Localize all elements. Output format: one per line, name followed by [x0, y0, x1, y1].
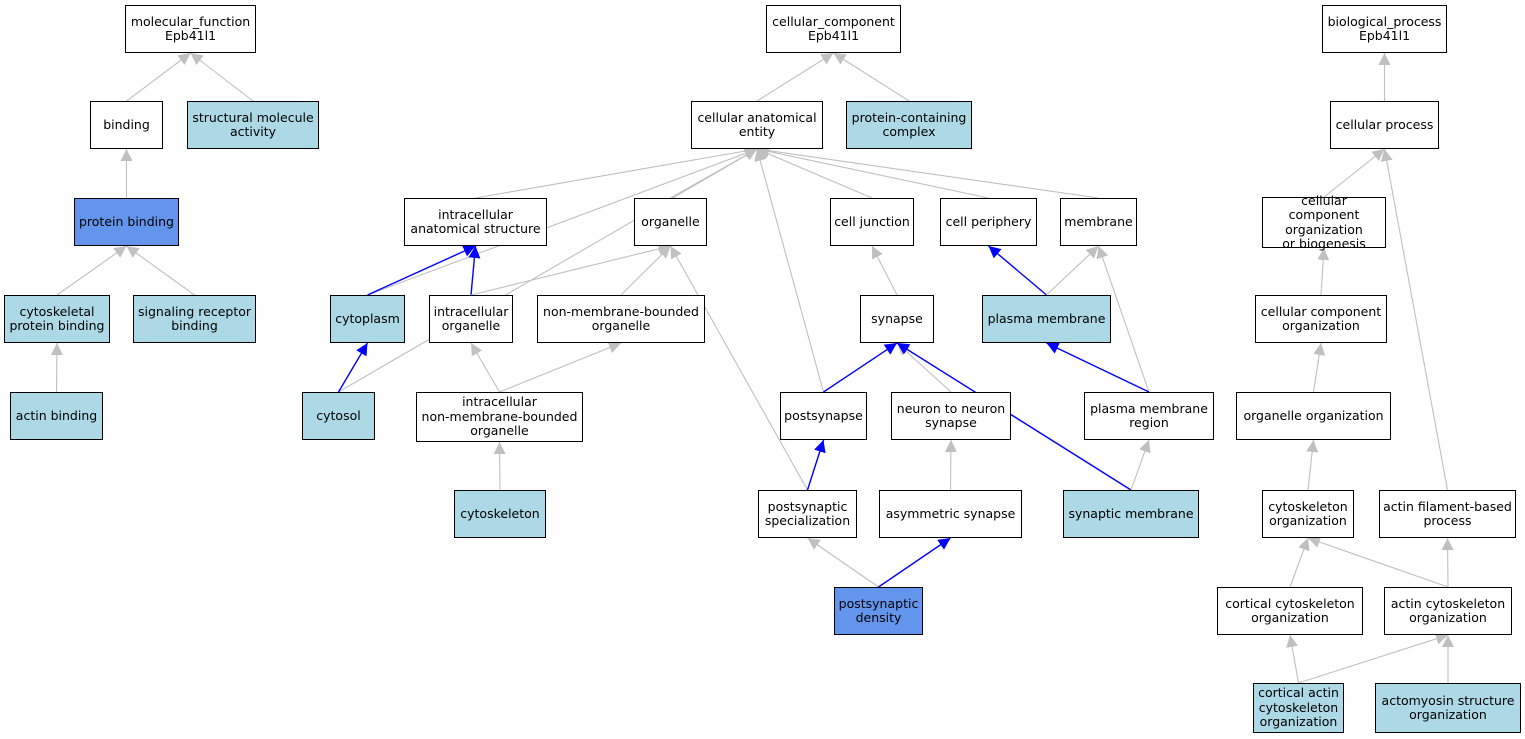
node-cco: cellular component organization	[1255, 295, 1387, 343]
edge-cytoskeleton-to-int_nmbo	[493, 441, 506, 491]
node-cort-actin-org: cortical actin cytoskeleton organization	[1253, 683, 1344, 733]
node-nmbo: non-membrane-bounded organelle	[537, 295, 705, 343]
edge-int_nmbo-to-int_organelle	[470, 342, 500, 393]
node-binding: binding	[90, 101, 163, 149]
node-ps-density: postsynaptic density	[834, 587, 923, 635]
edge-org_org-to-cco	[1312, 342, 1326, 393]
node-membrane: membrane	[1060, 198, 1137, 246]
edge-signaling_rb-to-protein_binding	[126, 245, 195, 296]
edge-syn_membrane-to-synapse	[896, 342, 1132, 491]
edge-ps_spec-to-postsynapse	[806, 439, 826, 491]
edge-cort_cyto_org-to-cyto_org	[1289, 537, 1310, 588]
edge-ias-to-cae	[475, 145, 758, 199]
node-cae: cellular anatomical entity	[691, 101, 823, 149]
node-plasma-membrane: plasma membrane	[982, 295, 1111, 343]
edge-cell_periphery-to-cae	[756, 145, 989, 199]
edge-cytosol-to-cae	[338, 148, 758, 393]
node-cellular-process: cellular process	[1330, 101, 1439, 149]
edge-pm_region-to-membrane	[1096, 245, 1150, 393]
node-actin-cyto-org: actin cytoskeleton organization	[1384, 587, 1512, 635]
node-signaling-rb: signaling receptor binding	[133, 295, 256, 343]
node-asym-synapse: asymmetric synapse	[879, 490, 1022, 538]
edge-membrane-to-cae	[756, 144, 1099, 199]
edge-int_nmbo-to-nmbo	[499, 341, 622, 393]
node-n2n-synapse: neuron to neuron synapse	[891, 392, 1011, 440]
node-cell-junction: cell junction	[830, 198, 914, 246]
edge-int_organelle-to-organelle	[470, 243, 671, 296]
edge-cytoplasm-to-ias	[367, 245, 476, 296]
node-postsynapse: postsynapse	[780, 392, 867, 440]
edge-ps_density-to-ps_spec	[807, 537, 879, 588]
node-protein-binding: protein binding	[74, 198, 179, 246]
node-org-org: organelle organization	[1236, 392, 1391, 440]
edge-pm_region-to-plasma_membrane	[1046, 342, 1150, 393]
edge-pcc-to-cc	[833, 52, 910, 102]
node-cytoplasm: cytoplasm	[330, 295, 405, 343]
edge-syn_membrane-to-pm_region	[1130, 439, 1151, 491]
node-ps-spec: postsynaptic specialization	[758, 490, 857, 538]
node-cell-periphery: cell periphery	[940, 198, 1037, 246]
edge-actin_binding-to-cytoskeletal_pb	[50, 342, 63, 393]
edge-cell_junction-to-cae	[756, 148, 873, 199]
node-mf: molecular_function Epb41l1	[125, 5, 256, 53]
node-afbp: actin filament-based process	[1379, 490, 1516, 538]
node-cc: cellular_component Epb41l1	[766, 5, 901, 53]
edge-actin_cyto_org-to-afbp	[1441, 537, 1454, 588]
edge-cyto_org-to-org_org	[1306, 439, 1319, 491]
node-bp: biological_process Epb41l1	[1322, 5, 1447, 53]
edge-structural-to-mf	[190, 52, 254, 102]
node-organelle: organelle	[634, 198, 707, 246]
node-pm-region: plasma membrane region	[1084, 392, 1214, 440]
node-int-nmbo: intracellular non-membrane-bounded organ…	[416, 392, 583, 442]
edge-binding-to-mf	[126, 52, 191, 102]
node-actin-binding: actin binding	[10, 392, 103, 440]
edge-cco-to-ccob	[1317, 247, 1330, 296]
node-cort-cyto-org: cortical cytoskeleton organization	[1217, 587, 1363, 635]
edge-postsynapse-to-synapse	[823, 342, 898, 393]
node-pcc: protein-containing complex	[846, 101, 972, 149]
edge-cae-to-cc	[756, 52, 834, 102]
edge-asym_synapse-to-n2n_synapse	[944, 439, 957, 491]
edge-cort_actin_org-to-actin_cyto_org	[1298, 632, 1449, 684]
node-cytoskeleton: cytoskeleton	[454, 490, 546, 538]
edge-ccob-to-cellular_process	[1323, 148, 1385, 198]
edge-afbp-to-cellular_process	[1380, 148, 1449, 491]
node-cytosol: cytosol	[302, 392, 375, 440]
node-cytoskeletal-pb: cytoskeletal protein binding	[4, 295, 110, 343]
edge-n2n_synapse-to-synapse	[896, 342, 952, 393]
node-synapse: synapse	[860, 295, 934, 343]
edge-cytoskeletal_pb-to-protein_binding	[56, 245, 127, 296]
edge-cort_actin_org-to-cort_cyto_org	[1286, 634, 1300, 684]
edge-cytosol-to-cytoplasm	[337, 342, 369, 393]
edge-int_organelle-to-ias	[468, 245, 481, 296]
node-syn-membrane: synaptic membrane	[1063, 490, 1199, 538]
node-ccob: cellular component organization or bioge…	[1262, 193, 1386, 251]
node-ias: intracellular anatomical structure	[404, 198, 547, 246]
edge-synapse-to-cell_junction	[871, 245, 898, 296]
edge-nmbo-to-organelle	[620, 245, 671, 296]
edge-ps_density-to-asym_synapse	[878, 537, 951, 588]
node-int-organelle: intracellular organelle	[429, 295, 513, 343]
edge-plasma_membrane-to-cell_periphery	[988, 245, 1047, 296]
edge-ps_spec-to-organelle	[670, 245, 808, 491]
node-actomyosin-org: actomyosin structure organization	[1375, 683, 1521, 733]
edge-postsynapse-to-cae	[754, 148, 825, 393]
edge-plasma_membrane-to-membrane	[1046, 245, 1099, 296]
node-structural: structural molecule activity	[187, 101, 319, 149]
edge-cytoplasm-to-cae	[367, 147, 758, 296]
edge-actin_cyto_org-to-cyto_org	[1307, 536, 1449, 588]
node-cyto-org: cytoskeleton organization	[1262, 490, 1354, 538]
